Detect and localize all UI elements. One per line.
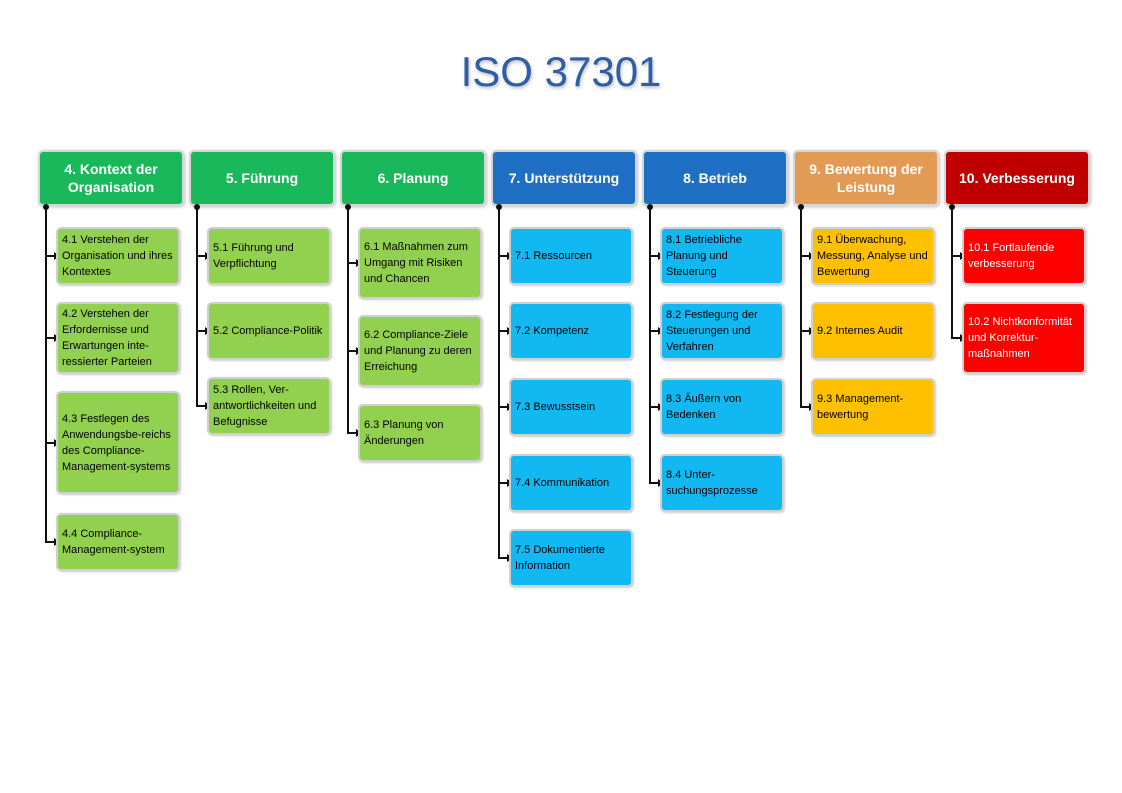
sub-item-label: 8.3 Äußern von Bedenken [666,393,742,421]
connector-branch [498,330,508,332]
column-header-label: 4. Kontext der Organisation [64,161,158,195]
sub-item[interactable]: 5.3 Rollen, Ver-antwortlichkeiten und Be… [207,377,331,435]
column-header-label: 8. Betrieb [683,170,747,186]
sub-item-label: 5.1 Führung und Verpflichtung [213,242,294,270]
connector-branch [45,255,55,257]
sub-item-label: 6.1 Maßnahmen zum Umgang mit Risiken und… [364,241,468,285]
connector-branch [498,406,508,408]
sub-item-label: 8.2 Festlegung der Steuerungen und Verfa… [666,309,758,353]
sub-item-label: 4.3 Festlegen des Anwendungsbe-reichs de… [62,412,171,473]
column-header: 5. Führung [189,150,335,206]
sub-item[interactable]: 9.3 Management-bewertung [811,378,935,436]
page-title: ISO 37301 [460,48,662,95]
sub-item-label: 6.3 Planung von Änderungen [364,419,444,447]
connector-line [800,206,802,408]
connector-branch [45,441,55,444]
sub-item[interactable]: 10.1 Fortlaufende verbesserung [962,227,1086,285]
connector-line [649,206,651,484]
sub-item[interactable]: 4.3 Festlegen des Anwendungsbe-reichs de… [56,391,180,494]
sub-item-label: 7.3 Bewusstsein [515,401,596,413]
connector-branch [498,255,508,257]
connector-branch [951,255,961,257]
column-header: 10. Verbesserung [944,150,1090,206]
sub-item[interactable]: 4.4 Compliance-Management-system [56,513,180,571]
connector-branch [45,541,55,543]
connector-branch [45,337,55,339]
sub-item[interactable]: 7.3 Bewusstsein [509,378,633,436]
sub-item-label: 10.1 Fortlaufende verbesserung [968,242,1055,270]
sub-item-label: 5.2 Compliance-Politik [213,325,323,337]
sub-item[interactable]: 6.2 Compliance-Ziele und Planung zu dere… [358,315,482,387]
connector-branch [800,255,810,257]
column-header-label: 7. Unterstützung [508,170,620,186]
column-header: 7. Unterstützung [491,150,637,206]
sub-item-label: 7.2 Kompetenz [515,325,589,337]
sub-item[interactable]: 6.1 Maßnahmen zum Umgang mit Risiken und… [358,227,482,299]
connector-line [498,206,500,559]
sub-item[interactable]: 8.4 Unter-suchungsprozesse [660,454,784,512]
sub-item-label: 6.2 Compliance-Ziele und Planung zu dere… [364,329,472,373]
column-header: 8. Betrieb [642,150,788,206]
sub-item-label: 4.4 Compliance-Management-system [62,528,165,556]
connector-branch [498,557,508,559]
sub-item-label: 7.1 Ressourcen [515,250,593,262]
sub-item[interactable]: 6.3 Planung von Änderungen [358,404,482,462]
sub-item-label: 9.2 Internes Audit [817,325,903,337]
connector-line [951,206,953,339]
column-header-label: 5. Führung [225,170,299,186]
connector-branch [649,482,659,484]
connector-branch [498,482,508,484]
column-header-label: 6. Planung [377,170,449,186]
sub-item[interactable]: 5.1 Führung und Verpflichtung [207,227,331,285]
connector-branch [800,406,810,408]
connector-branch [951,337,961,339]
sub-item[interactable]: 7.1 Ressourcen [509,227,633,285]
sub-item-label: 5.3 Rollen, Ver-antwortlichkeiten und Be… [213,384,317,428]
connector-branch [649,406,659,408]
sub-item-label: 9.1 Überwachung, Messung, Analyse und Be… [817,234,928,278]
sub-item[interactable]: 5.2 Compliance-Politik [207,302,331,360]
sub-item-label: 10.2 Nichtkonformität und Korrektur-maßn… [968,316,1072,360]
connector-branch [800,330,810,332]
sub-item-label: 9.3 Management-bewertung [817,393,904,421]
column-header: 9. Bewertung der Leistung [793,150,939,206]
sub-item-label: 4.1 Verstehen der Organisation und ihres… [62,234,173,278]
column-header-label: 10. Verbesserung [959,170,1075,186]
sub-item-label: 4.2 Verstehen der Erfordernisse und Erwa… [62,308,152,368]
sub-item[interactable]: 7.5 Dokumentierte Information [509,529,633,587]
column-header-label: 9. Bewertung der Leistung [809,161,923,195]
sub-item-label: 8.4 Unter-suchungsprozesse [666,469,758,497]
sub-item-label: 7.4 Kommunikation [515,477,610,489]
sub-item-label: 7.5 Dokumentierte Information [515,544,605,572]
connector-branch [347,432,357,434]
connector-branch [649,330,659,332]
connector-line [45,206,47,543]
connector-branch [196,405,206,407]
sub-item[interactable]: 8.3 Äußern von Bedenken [660,378,784,436]
column-header: 6. Planung [340,150,486,206]
connector-branch [649,255,659,257]
sub-item[interactable]: 4.1 Verstehen der Organisation und ihres… [56,227,180,285]
connector-branch [347,350,357,352]
connector-branch [347,262,357,264]
sub-item[interactable]: 10.2 Nichtkonformität und Korrektur-maßn… [962,302,1086,374]
sub-item[interactable]: 4.2 Verstehen der Erfordernisse und Erwa… [56,302,180,374]
sub-item[interactable]: 9.2 Internes Audit [811,302,935,360]
connector-branch [196,255,206,257]
sub-item[interactable]: 8.2 Festlegung der Steuerungen und Verfa… [660,302,784,360]
connector-line [196,206,198,407]
sub-item[interactable]: 9.1 Überwachung, Messung, Analyse und Be… [811,227,935,285]
sub-item-label: 8.1 Betriebliche Planung und Steuerung [666,234,742,278]
sub-item[interactable]: 7.4 Kommunikation [509,454,633,512]
column-header: 4. Kontext der Organisation [38,150,184,206]
sub-item[interactable]: 8.1 Betriebliche Planung und Steuerung [660,227,784,285]
connector-branch [196,330,206,332]
sub-item[interactable]: 7.2 Kompetenz [509,302,633,360]
connector-line [347,206,349,434]
